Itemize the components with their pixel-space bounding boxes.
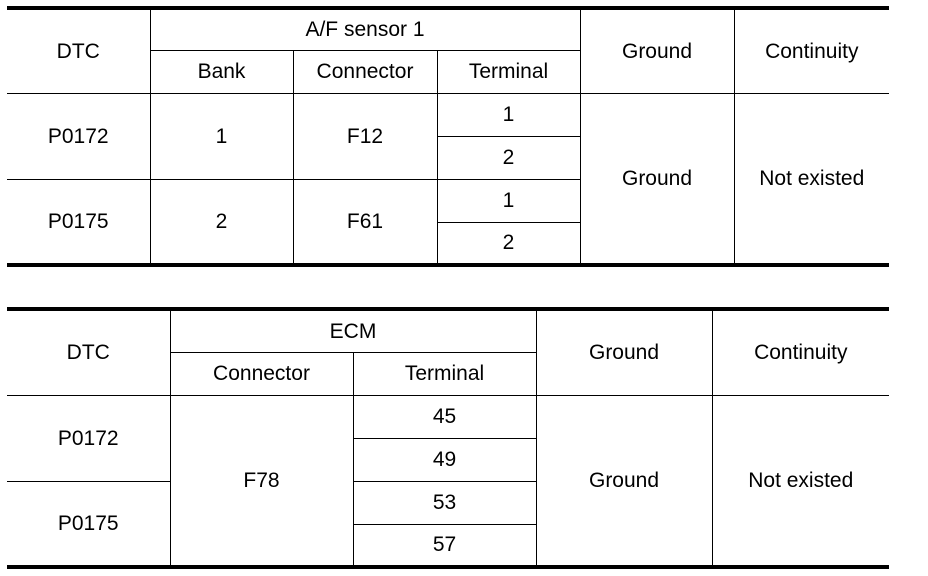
- ground-cell: Ground: [580, 93, 735, 267]
- dtc-header: DTC: [7, 307, 171, 396]
- continuity-cell: Not existed: [734, 93, 890, 267]
- terminal-cell: 2: [437, 222, 581, 267]
- connector-cell: F12: [293, 93, 438, 180]
- connector-cell: F78: [170, 395, 354, 569]
- terminal-cell: 53: [353, 481, 537, 525]
- terminal-cell: 1: [437, 93, 581, 137]
- ecm-group-header: ECM: [170, 307, 537, 353]
- af-sensor-continuity-table: DTC A/F sensor 1 Ground Continuity Bank …: [7, 6, 890, 267]
- ecm-continuity-table: DTC ECM Ground Continuity Connector Term…: [7, 307, 890, 569]
- bank-cell: 2: [150, 179, 294, 267]
- connector-header: Connector: [170, 352, 354, 396]
- continuity-cell: Not existed: [712, 395, 890, 569]
- terminal-cell: 49: [353, 438, 537, 482]
- terminal-cell: 57: [353, 524, 537, 569]
- ground-header: Ground: [580, 6, 735, 94]
- ground-header: Ground: [536, 307, 713, 396]
- af-sensor-group-header: A/F sensor 1: [150, 6, 581, 51]
- terminal-cell: 2: [437, 136, 581, 180]
- continuity-header: Continuity: [734, 6, 890, 94]
- terminal-cell: 45: [353, 395, 537, 439]
- connector-header: Connector: [293, 50, 438, 94]
- ground-cell: Ground: [536, 395, 713, 569]
- continuity-header: Continuity: [712, 307, 890, 396]
- bank-header: Bank: [150, 50, 294, 94]
- dtc-cell: P0175: [7, 179, 151, 267]
- dtc-header: DTC: [7, 6, 151, 94]
- connector-cell: F61: [293, 179, 438, 267]
- dtc-cell: P0172: [7, 93, 151, 180]
- terminal-cell: 1: [437, 179, 581, 223]
- dtc-cell: P0172: [7, 395, 171, 482]
- bank-cell: 1: [150, 93, 294, 180]
- terminal-header: Terminal: [437, 50, 581, 94]
- terminal-header: Terminal: [353, 352, 537, 396]
- dtc-cell: P0175: [7, 481, 171, 569]
